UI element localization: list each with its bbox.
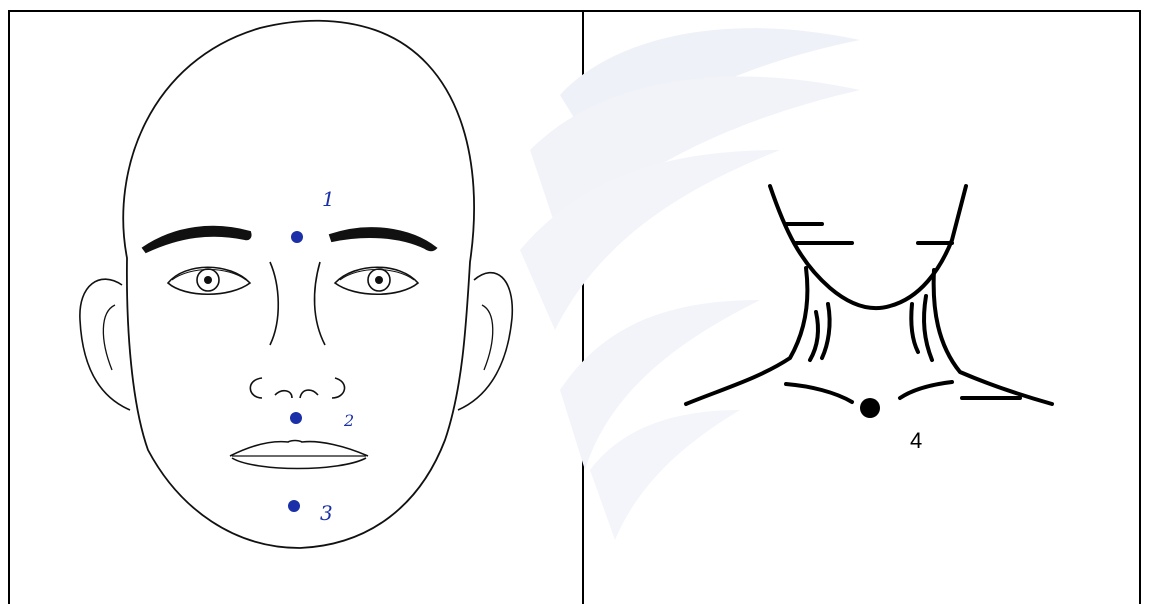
neck-muscle-right-outer [924,296,932,360]
jaw-outline [770,186,966,308]
left-eye [168,267,250,294]
nose-right [300,378,345,398]
face-diagram: 1 2 3 [10,12,582,604]
face-diagram-cell: 1 2 3 [10,12,582,604]
neck-muscle-right-inner [911,304,918,352]
neck-diagram-cell: 4 [584,12,1139,604]
right-eye [335,267,418,294]
mouth [230,441,368,469]
point-1-marker [291,231,303,243]
point-1-label: 1 [322,187,335,211]
neck-muscle-left-inner [822,304,830,358]
clavicle-left [786,384,852,402]
point-4-label: 4 [910,428,922,453]
point-3-label: 3 [320,501,333,525]
right-ear [458,273,512,410]
nose-bridge-right [315,262,325,345]
right-eyebrow [330,228,436,250]
nose-bridge-left [270,262,278,345]
neck-muscle-left-outer [810,312,818,360]
clavicle-right [900,382,952,398]
point-4-marker [860,398,880,418]
left-eyebrow [143,227,251,252]
nose-left [250,378,292,398]
point-3-marker [288,500,300,512]
point-2-label: 2 [343,411,354,430]
neck-diagram: 4 [584,12,1139,604]
point-2-marker [290,412,302,424]
